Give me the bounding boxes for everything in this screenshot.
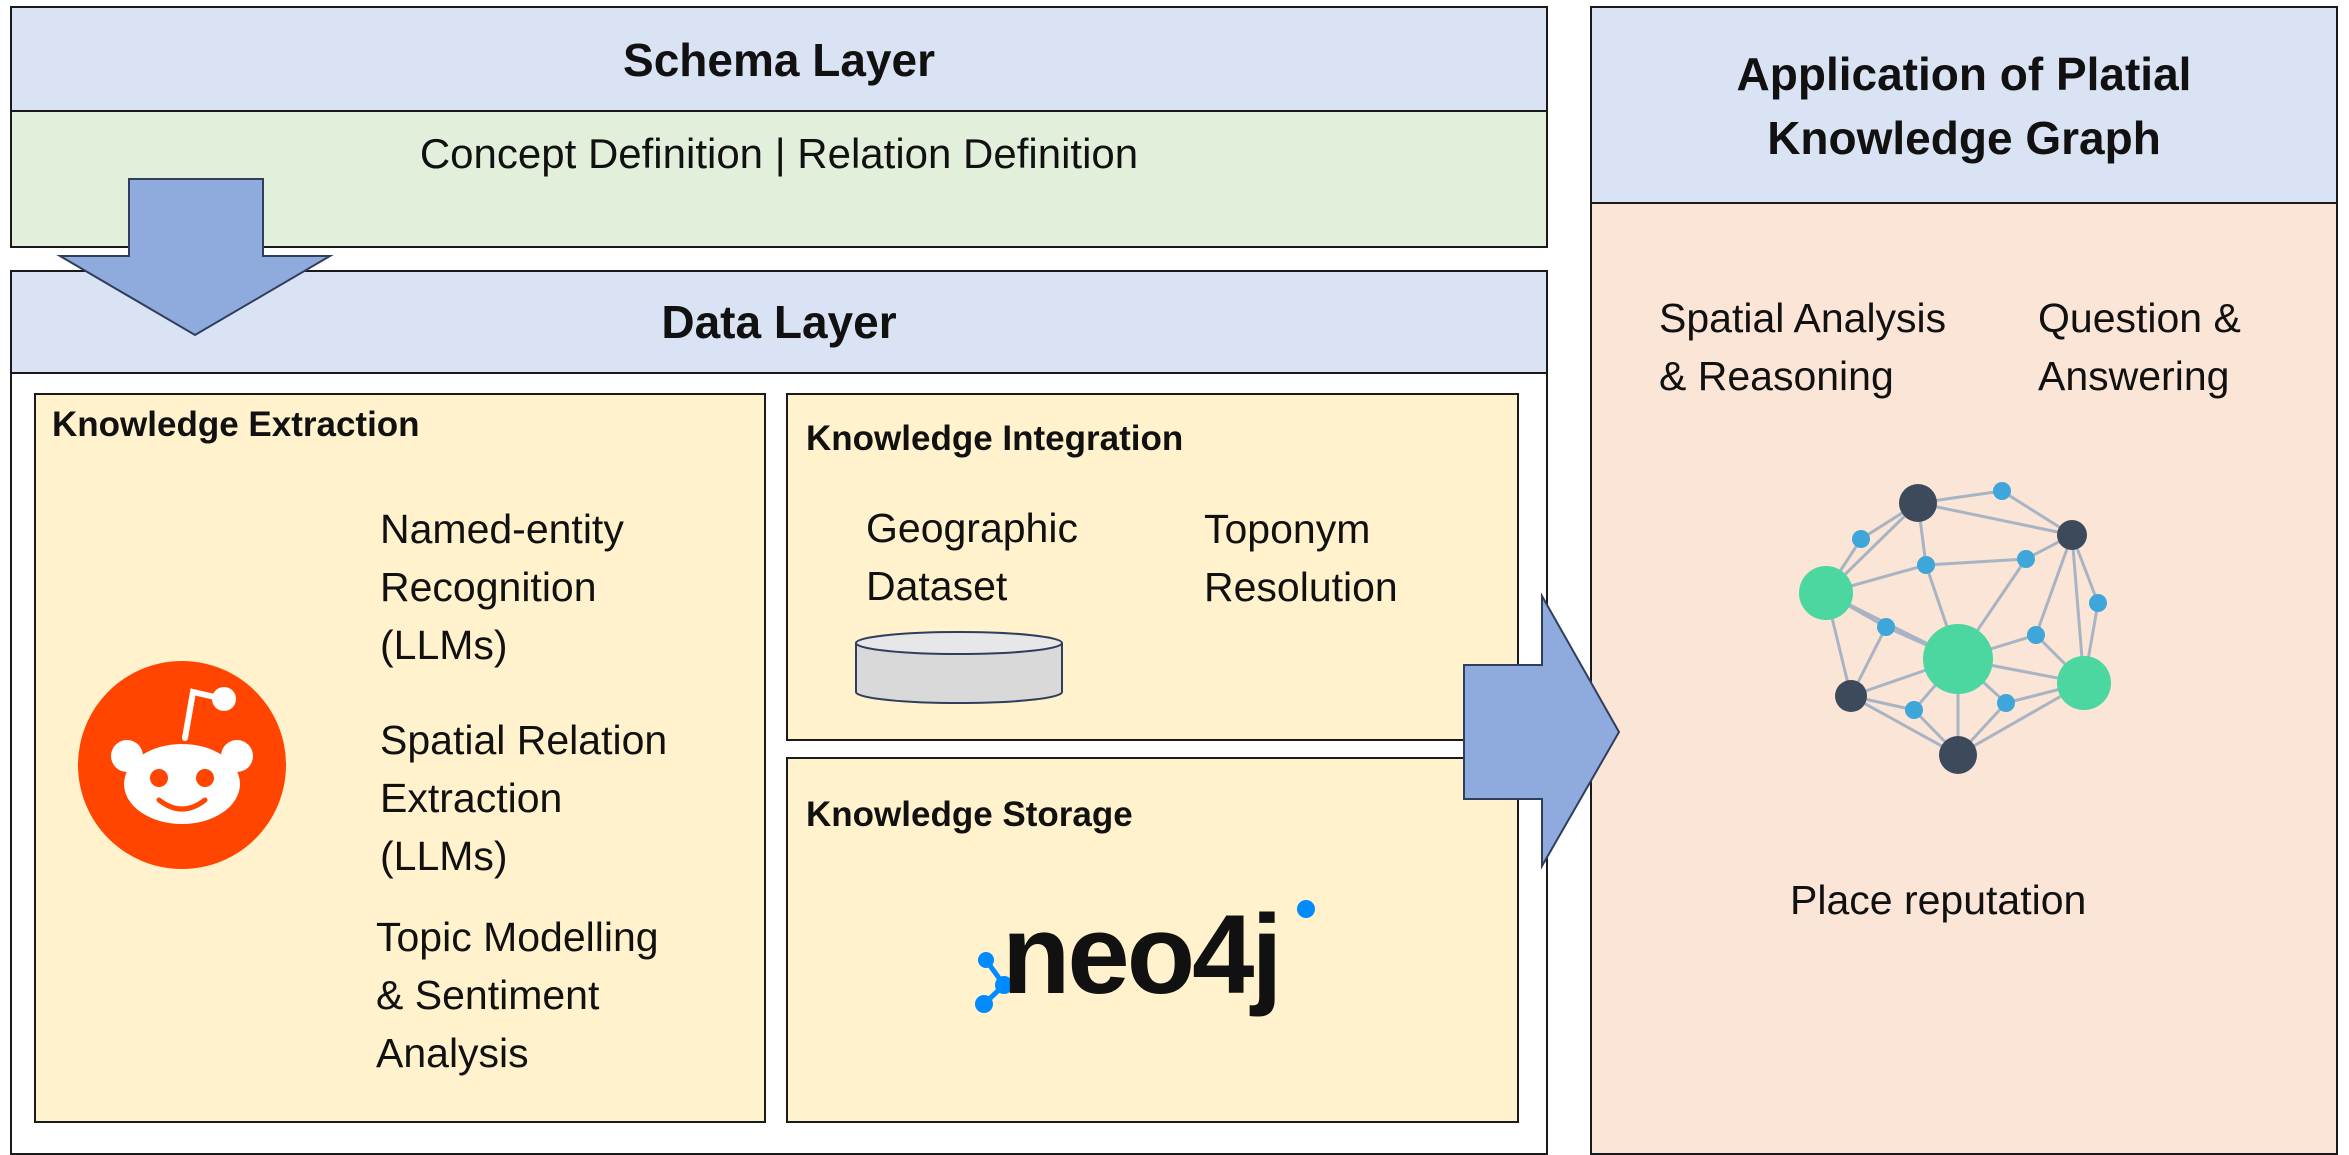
extraction-item-ner: Named-entity Recognition (LLMs): [380, 506, 624, 668]
geographic-dataset-label: Geographic Dataset: [866, 505, 1078, 609]
application-title: Application of Platial Knowledge Graph: [1736, 48, 2192, 164]
application-item-spatial-analysis: Spatial Analysis & Reasoning: [1659, 295, 1947, 399]
network-graph-icon: [1799, 482, 2111, 774]
schema-definitions-text: Concept Definition | Relation Definition: [419, 130, 1139, 177]
knowledge-extraction-title: Knowledge Extraction: [52, 405, 420, 444]
knowledge-storage-panel: [786, 757, 1519, 1123]
extraction-item-topic-sentiment: Topic Modelling & Sentiment Analysis: [376, 914, 659, 1076]
extraction-item-spatial-relation: Spatial Relation Extraction (LLMs): [380, 717, 668, 879]
neo4j-molecule-icon: [975, 952, 1013, 1013]
data-layer-title: Data Layer: [661, 296, 897, 348]
database-icon: [855, 631, 1063, 704]
knowledge-integration-title: Knowledge Integration: [806, 419, 1184, 458]
application-header: [1590, 6, 2338, 204]
neo4j-logo: neo4j: [1002, 892, 1283, 1017]
toponym-resolution-label: Toponym Resolution: [1204, 506, 1398, 610]
schema-layer-title: Schema Layer: [623, 34, 935, 86]
neo4j-dot-icon: [1297, 900, 1315, 918]
schema-layer-header: [10, 6, 1548, 112]
reddit-logo-icon: [78, 661, 286, 869]
application-item-place-reputation: Place reputation: [1790, 877, 2087, 923]
application-item-question-answering: Question & Answering: [2038, 295, 2241, 399]
knowledge-storage-title: Knowledge Storage: [806, 795, 1133, 834]
